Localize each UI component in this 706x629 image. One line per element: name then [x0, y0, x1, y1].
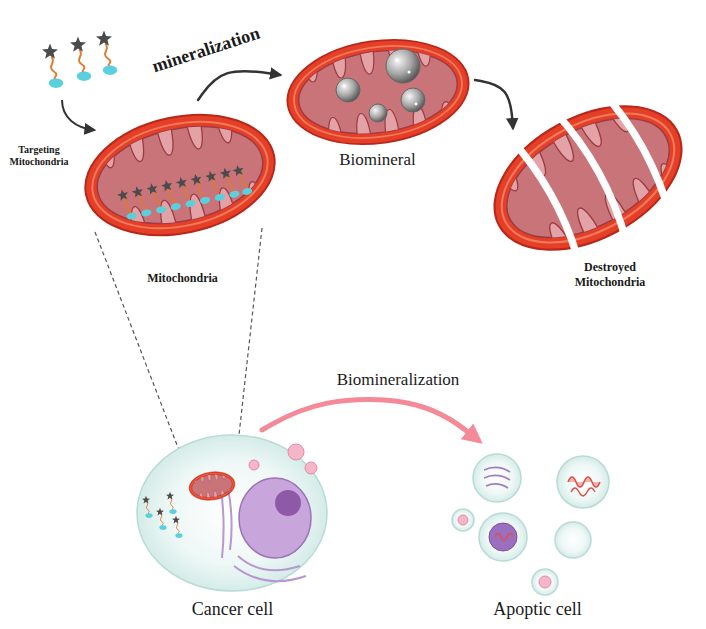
apoptic-cell-illustration [479, 513, 527, 561]
apoptic-cell-illustration [532, 569, 558, 595]
node-label: Cancer cell [192, 598, 273, 621]
apoptic-cell-panel: Apoptic cell [450, 440, 625, 620]
biomineral-illustration [408, 71, 411, 74]
process-arrow [475, 80, 513, 128]
arrow-label: Biomineralization [337, 370, 460, 390]
apoptic-cell-illustration [489, 523, 517, 551]
cancer-cell-illustration [142, 496, 153, 518]
cancer-cell-illustration [156, 508, 167, 530]
node-label: Apoptic cell [493, 598, 581, 621]
mitochondrion-illustration [232, 163, 253, 197]
cancer-cell-illustration [137, 435, 327, 591]
node-label: Destroyed Mitochondria [560, 260, 660, 290]
apoptic-cell-illustration [571, 488, 595, 496]
cancer-cell-illustration [234, 566, 306, 581]
node-label: Mitochondria [147, 271, 218, 286]
apoptic-cell-illustration [452, 454, 609, 595]
biomineral-illustration [343, 58, 418, 105]
arrow-label-wrapper: mineralization [150, 23, 263, 78]
process-arrow [198, 71, 280, 100]
mitochondria-panel: Mitochondria [85, 100, 280, 286]
arrow-label: mineralization [150, 23, 263, 78]
apoptic-cell-illustration [484, 467, 510, 488]
cancer-cell-illustration [172, 516, 183, 538]
apoptic-cell-illustration [539, 576, 551, 588]
apoptic-cell-illustration [486, 484, 508, 488]
apoptic-cell-illustration [473, 454, 521, 502]
destroyed-mitochondrion-illustration [509, 84, 678, 267]
biomineral-illustration [343, 85, 346, 88]
mitochondrion-illustration [74, 98, 286, 251]
cancer-cell-illustration [305, 462, 317, 474]
targeting-molecules [42, 31, 117, 88]
apoptic-cell-illustration [557, 456, 609, 508]
biomineral-illustration [395, 58, 399, 62]
cancer-cell-panel: Cancer cell [130, 430, 335, 620]
apoptic-cell-illustration [484, 467, 510, 472]
cancer-cell-illustration [275, 490, 301, 516]
cancer-cell-illustration [166, 492, 177, 514]
destroyed-mitochondrion-illustration [555, 107, 633, 241]
destroyed-mitochondria-panel: Destroyed Mitochondria [482, 128, 694, 290]
note-wrapper: Targeting Mitochondria [4, 144, 74, 168]
destroyed-mitochondrion-illustration [600, 84, 678, 218]
destroyed-mitochondrion-illustration [464, 66, 706, 290]
biomineral-illustration [369, 104, 387, 122]
biomineral-illustration [336, 78, 360, 102]
cancer-cell-illustration [187, 469, 237, 503]
process-arrow [262, 400, 478, 440]
zoom-line [95, 232, 192, 484]
biomineral-illustration [386, 49, 420, 83]
apoptic-cell-illustration [484, 475, 510, 480]
biomineral-illustration [281, 29, 476, 155]
apoptic-cell-illustration [452, 509, 474, 531]
biomineral-illustration [281, 29, 476, 155]
cancer-cell-illustration [137, 435, 327, 591]
note-label: Targeting Mitochondria [4, 144, 74, 168]
biomineral-illustration [281, 29, 476, 155]
targeting-molecules [96, 31, 117, 75]
biomineral-illustration [401, 88, 425, 112]
apoptic-cell-illustration [495, 534, 513, 541]
destroyed-mitochondrion-illustration [470, 77, 705, 279]
targeting-molecules [70, 37, 91, 81]
targeting-molecules [42, 44, 63, 88]
mitochondrion-illustration [74, 98, 286, 251]
apoptic-cell-illustration [568, 477, 600, 487]
cancer-cell-illustration [249, 460, 259, 470]
arrow-label-wrapper: Biomineralization [337, 370, 460, 390]
biomineral-panel: Biomineral [280, 35, 475, 170]
node-label: Biomineral [339, 149, 415, 170]
destroyed-mitochondrion-illustration [509, 132, 587, 266]
cancer-cell-illustration [239, 478, 311, 558]
apoptic-cell-illustration [458, 515, 468, 525]
biomineral-illustration [415, 103, 418, 106]
cancer-cell-illustration [187, 469, 237, 503]
targeting-arrow [62, 100, 94, 130]
cancer-cell-illustration [228, 488, 232, 550]
cancer-cell-illustration [288, 444, 304, 460]
apoptic-cell-illustration [555, 522, 591, 558]
